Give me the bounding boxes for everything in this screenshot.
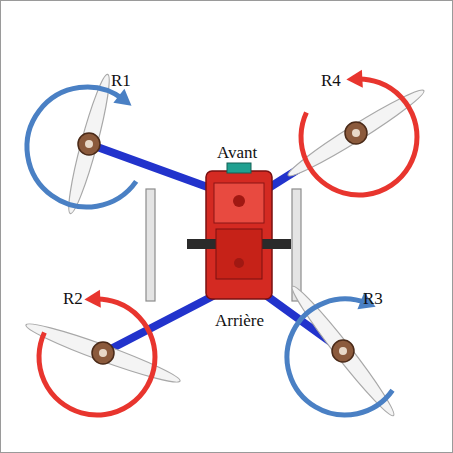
motor xyxy=(92,342,114,364)
rotor-label: R1 xyxy=(109,71,133,90)
landing-post xyxy=(292,189,301,301)
rotor-label: R4 xyxy=(319,71,343,90)
direction-label: Arrière xyxy=(213,311,266,330)
rotation-arrows xyxy=(27,70,417,415)
motor xyxy=(78,133,100,155)
arrow-head xyxy=(346,70,362,88)
rotation-arc xyxy=(39,299,155,415)
arrow-head xyxy=(84,290,100,308)
rotor-label: R2 xyxy=(61,289,85,308)
motor xyxy=(332,340,354,362)
motors xyxy=(78,122,367,364)
landing-post xyxy=(146,189,155,301)
propeller xyxy=(63,72,116,215)
motor xyxy=(345,122,367,144)
propeller xyxy=(23,317,183,388)
rotor-label: R3 xyxy=(361,289,385,308)
arm xyxy=(89,144,213,189)
propellers xyxy=(23,72,428,420)
rotation-arc xyxy=(301,79,417,195)
drone-body xyxy=(187,163,291,299)
rotation-arc xyxy=(287,299,393,415)
arrow-head xyxy=(113,89,131,106)
rotation-arc xyxy=(27,87,136,207)
direction-label: Avant xyxy=(215,143,259,162)
propeller xyxy=(286,281,400,420)
